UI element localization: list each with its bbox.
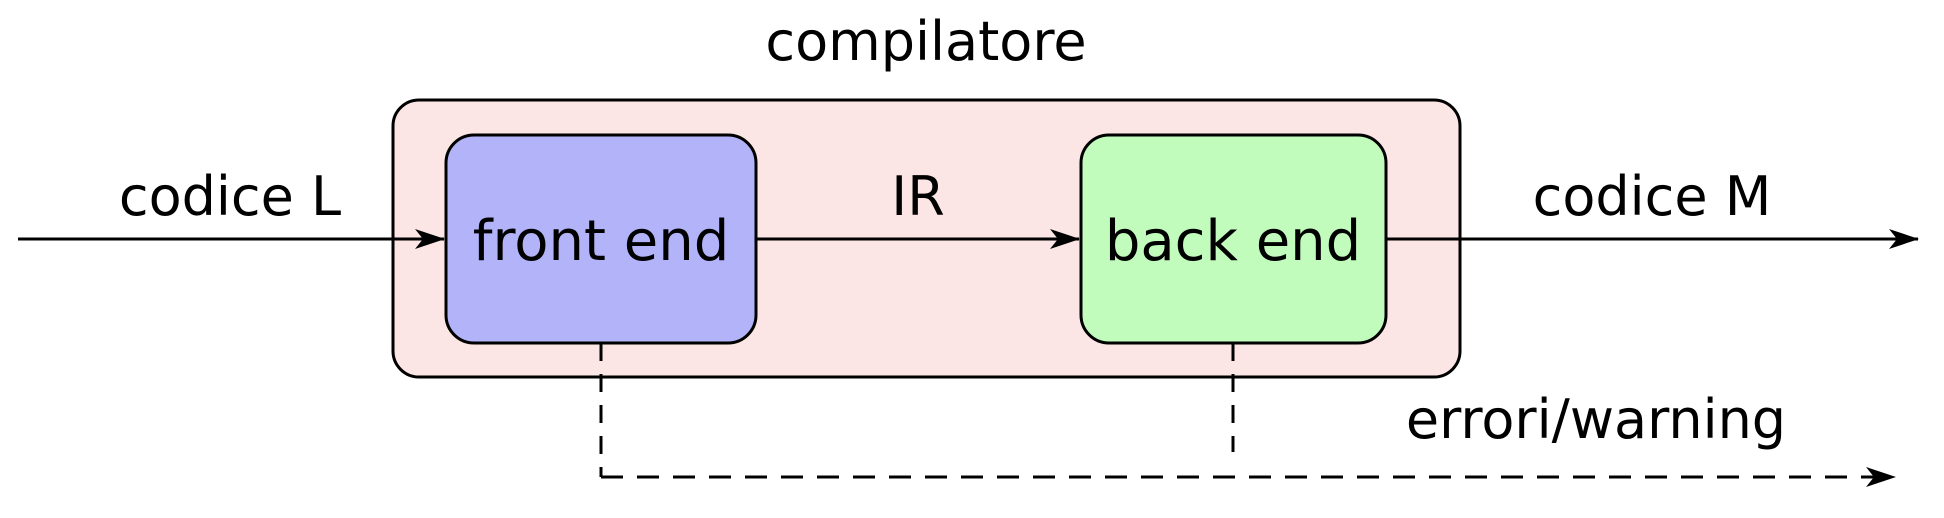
input-label: codice L: [119, 165, 341, 228]
ir-label: IR: [891, 165, 944, 228]
output-label: codice M: [1533, 165, 1772, 228]
back-end-label: back end: [1105, 209, 1361, 274]
front-end-label: front end: [473, 209, 730, 274]
compiler-title: compilatore: [765, 10, 1086, 73]
errors-label: errori/warning: [1406, 388, 1786, 451]
